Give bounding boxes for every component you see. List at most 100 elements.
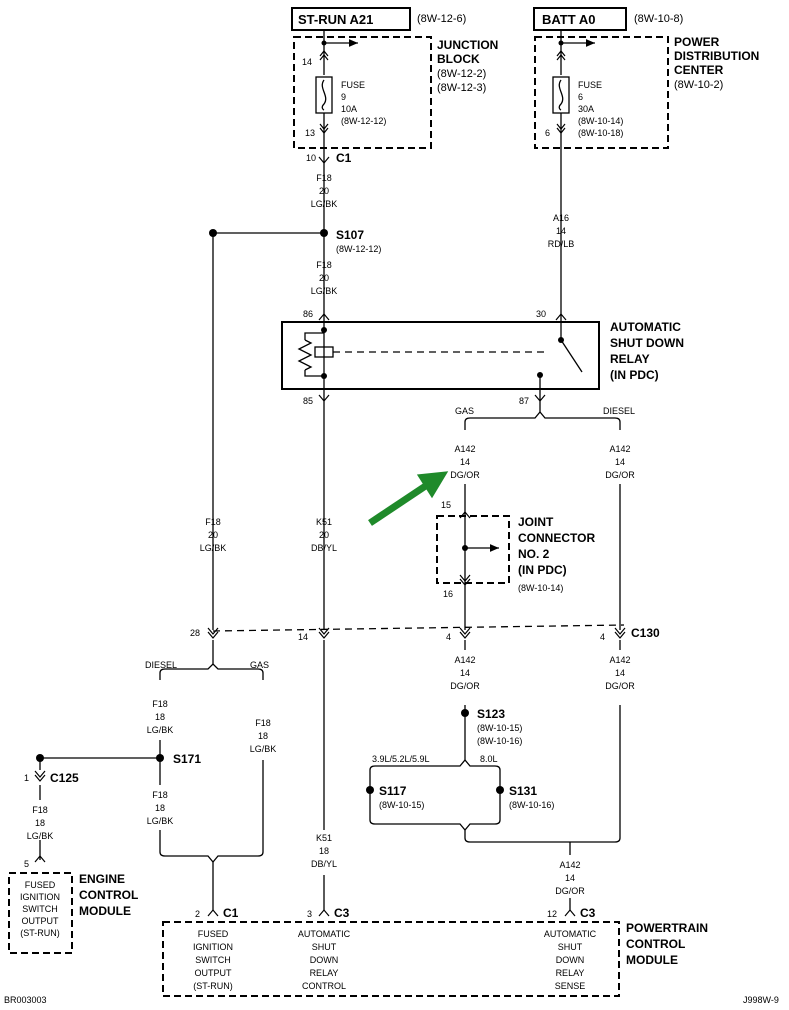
wire-k51-low-c: DB/YL: [311, 859, 337, 869]
wire-a142-gas-a: A142: [454, 444, 475, 454]
branch-gas: GAS: [455, 406, 474, 416]
footer-right: J998W-9: [743, 995, 779, 1005]
wire-a142-diesel-a: A142: [609, 444, 630, 454]
ecm-pin-5: (ST-RUN): [20, 928, 60, 938]
pin-1: 1: [24, 773, 29, 783]
footer-left: BR003003: [4, 995, 47, 1005]
pdc-title-1: POWER: [674, 35, 720, 49]
relay-title-3: RELAY: [610, 352, 650, 366]
wire-f18-18-b: 18: [155, 712, 165, 722]
pcm-title-2: CONTROL: [626, 937, 685, 951]
wire-f18-gas-c: LG/BK: [250, 744, 277, 754]
splice-s131-ref: (8W-10-16): [509, 800, 554, 810]
wire-f18-top-c: LG/BK: [311, 199, 338, 209]
splice-ecm-dot: [36, 754, 44, 762]
batt-source-box: [533, 7, 627, 31]
ecm-box: [8, 872, 73, 954]
branch-diesel: DIESEL: [603, 406, 635, 416]
pin-5: 5: [24, 859, 29, 869]
pcm-title-3: MODULE: [626, 953, 678, 967]
pcm-pin-c-4: RELAY: [556, 968, 585, 978]
pcm-pin-c-2: SHUT: [558, 942, 583, 952]
jb-pin-in: 14: [302, 57, 312, 67]
wire-f18-gas-b: 18: [258, 731, 268, 741]
wire-a16-b: 14: [556, 226, 566, 236]
splice-s117-ref: (8W-10-15): [379, 800, 424, 810]
wire-a142-low-a: A142: [454, 655, 475, 665]
splice-left-dot: [209, 229, 217, 237]
pin-16: 16: [443, 589, 453, 599]
splice-s123-label: S123: [477, 707, 505, 721]
connector-c3-b: C3: [580, 906, 596, 920]
junction-block-title: JUNCTION: [437, 38, 498, 52]
wire-f18-top-b: 20: [319, 186, 329, 196]
pin-14: 14: [298, 632, 308, 642]
splice-s117-label: S117: [379, 784, 407, 798]
pin-87: 87: [519, 396, 529, 406]
wire-a142-right-a: A142: [609, 655, 630, 665]
pin-86: 86: [303, 309, 313, 319]
pin-4-gas: 4: [446, 632, 451, 642]
wire-f18-ecm-b: 18: [35, 818, 45, 828]
pdc-ref: (8W-10-2): [674, 79, 723, 91]
pcm-pin-c-3: DOWN: [556, 955, 585, 965]
wire-a142-pcm-b: 14: [565, 873, 575, 883]
junction-block-ref-1: (8W-12-2): [437, 68, 486, 80]
wire-a142-right-c: DG/OR: [605, 681, 635, 691]
pcm-pin-b-4: RELAY: [310, 968, 339, 978]
wire-a142-pcm-a: A142: [559, 860, 580, 870]
engine-branch-b: 8.0L: [480, 754, 498, 764]
joint-connector-box: [436, 515, 510, 584]
ecm-pin-3: SWITCH: [22, 904, 58, 914]
ecm-pin-2: IGNITION: [20, 892, 60, 902]
pcm-pin-b-3: DOWN: [310, 955, 339, 965]
splice-s123-ref-1: (8W-10-15): [477, 723, 522, 733]
batt-source-ref: (8W-10-8): [634, 13, 683, 25]
highlight-arrow: [368, 471, 449, 526]
connector-c130: C130: [631, 626, 660, 640]
splice-s171-label: S171: [173, 752, 201, 766]
pin-85: 85: [303, 396, 313, 406]
joint-title-2: CONNECTOR: [518, 531, 595, 545]
pin-10: 10: [306, 153, 316, 163]
wire-a142-diesel-c: DG/OR: [605, 470, 635, 480]
joint-title-1: JOINT: [518, 515, 554, 529]
wire-a142-pcm-c: DG/OR: [555, 886, 585, 896]
wire-f18-mid-a: F18: [316, 260, 332, 270]
ecm-title-3: MODULE: [79, 904, 131, 918]
wire-f18-top-a: F18: [316, 173, 332, 183]
pin-30: 30: [536, 309, 546, 319]
wire-f18-18-a: F18: [152, 699, 168, 709]
jb-pin-out: 13: [305, 128, 315, 138]
wire-f18-left-a: F18: [205, 517, 221, 527]
ecm-pin-4: OUTPUT: [22, 916, 60, 926]
engine-branch-a: 3.9L/5.2L/5.9L: [372, 754, 430, 764]
jb-fuse-ref: (8W-12-12): [341, 116, 386, 126]
junction-block-box: [293, 36, 432, 149]
batt-source-label: BATT A0: [542, 12, 595, 27]
pdc-fuse-ref-2: (8W-10-18): [578, 128, 623, 138]
jb-fuse-num: 9: [341, 92, 346, 102]
jb-fuse-amp: 10A: [341, 104, 357, 114]
wire-a16-c: RD/LB: [548, 239, 575, 249]
wire-a142-right-b: 14: [615, 668, 625, 678]
wire-f18-ecm-a: F18: [32, 805, 48, 815]
pcm-pin-a-4: OUTPUT: [195, 968, 233, 978]
branch-gas-left: GAS: [250, 660, 269, 670]
joint-title-3: NO. 2: [518, 547, 550, 561]
pcm-pin-a-5: (ST-RUN): [193, 981, 233, 991]
wire-f18-ecm-c: LG/BK: [27, 831, 54, 841]
pcm-pin-a-3: SWITCH: [195, 955, 231, 965]
ecm-pin-1: FUSED: [25, 880, 56, 890]
junction-block-ref-2: (8W-12-3): [437, 82, 486, 94]
pdc-title-3: CENTER: [674, 63, 724, 77]
wire-a16-a: A16: [553, 213, 569, 223]
pcm-box: [162, 921, 620, 997]
pcm-pin-a-1: FUSED: [198, 929, 229, 939]
wire-f18-mid-c: LG/BK: [311, 286, 338, 296]
wire-f18-s171-b: 18: [155, 803, 165, 813]
splice-s107-ref: (8W-12-12): [336, 244, 381, 254]
wire-f18-mid-b: 20: [319, 273, 329, 283]
joint-title-4: (IN PDC): [518, 563, 567, 577]
